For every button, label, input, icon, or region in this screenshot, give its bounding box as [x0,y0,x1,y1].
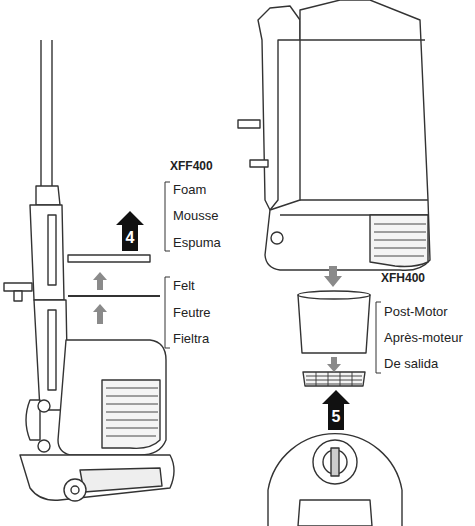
part-name: Feutre [173,305,211,321]
part-name: De salida [384,356,438,372]
part-name: Mousse [173,208,219,224]
part-name: Espuma [173,235,221,251]
callout-number: 5 [322,408,350,426]
part-name: Fieltra [173,331,209,347]
model-number: XFH400 [381,270,425,286]
part-name: Post-Motor [384,304,448,320]
part-name: Foam [173,182,206,198]
step-arrow: 4 [116,211,144,251]
step-arrow: 5 [322,390,350,430]
callout-number: 4 [116,229,144,247]
part-name: Après-moteur [384,330,463,346]
part-name: Felt [173,278,195,294]
model-number: XFF400 [170,158,213,174]
